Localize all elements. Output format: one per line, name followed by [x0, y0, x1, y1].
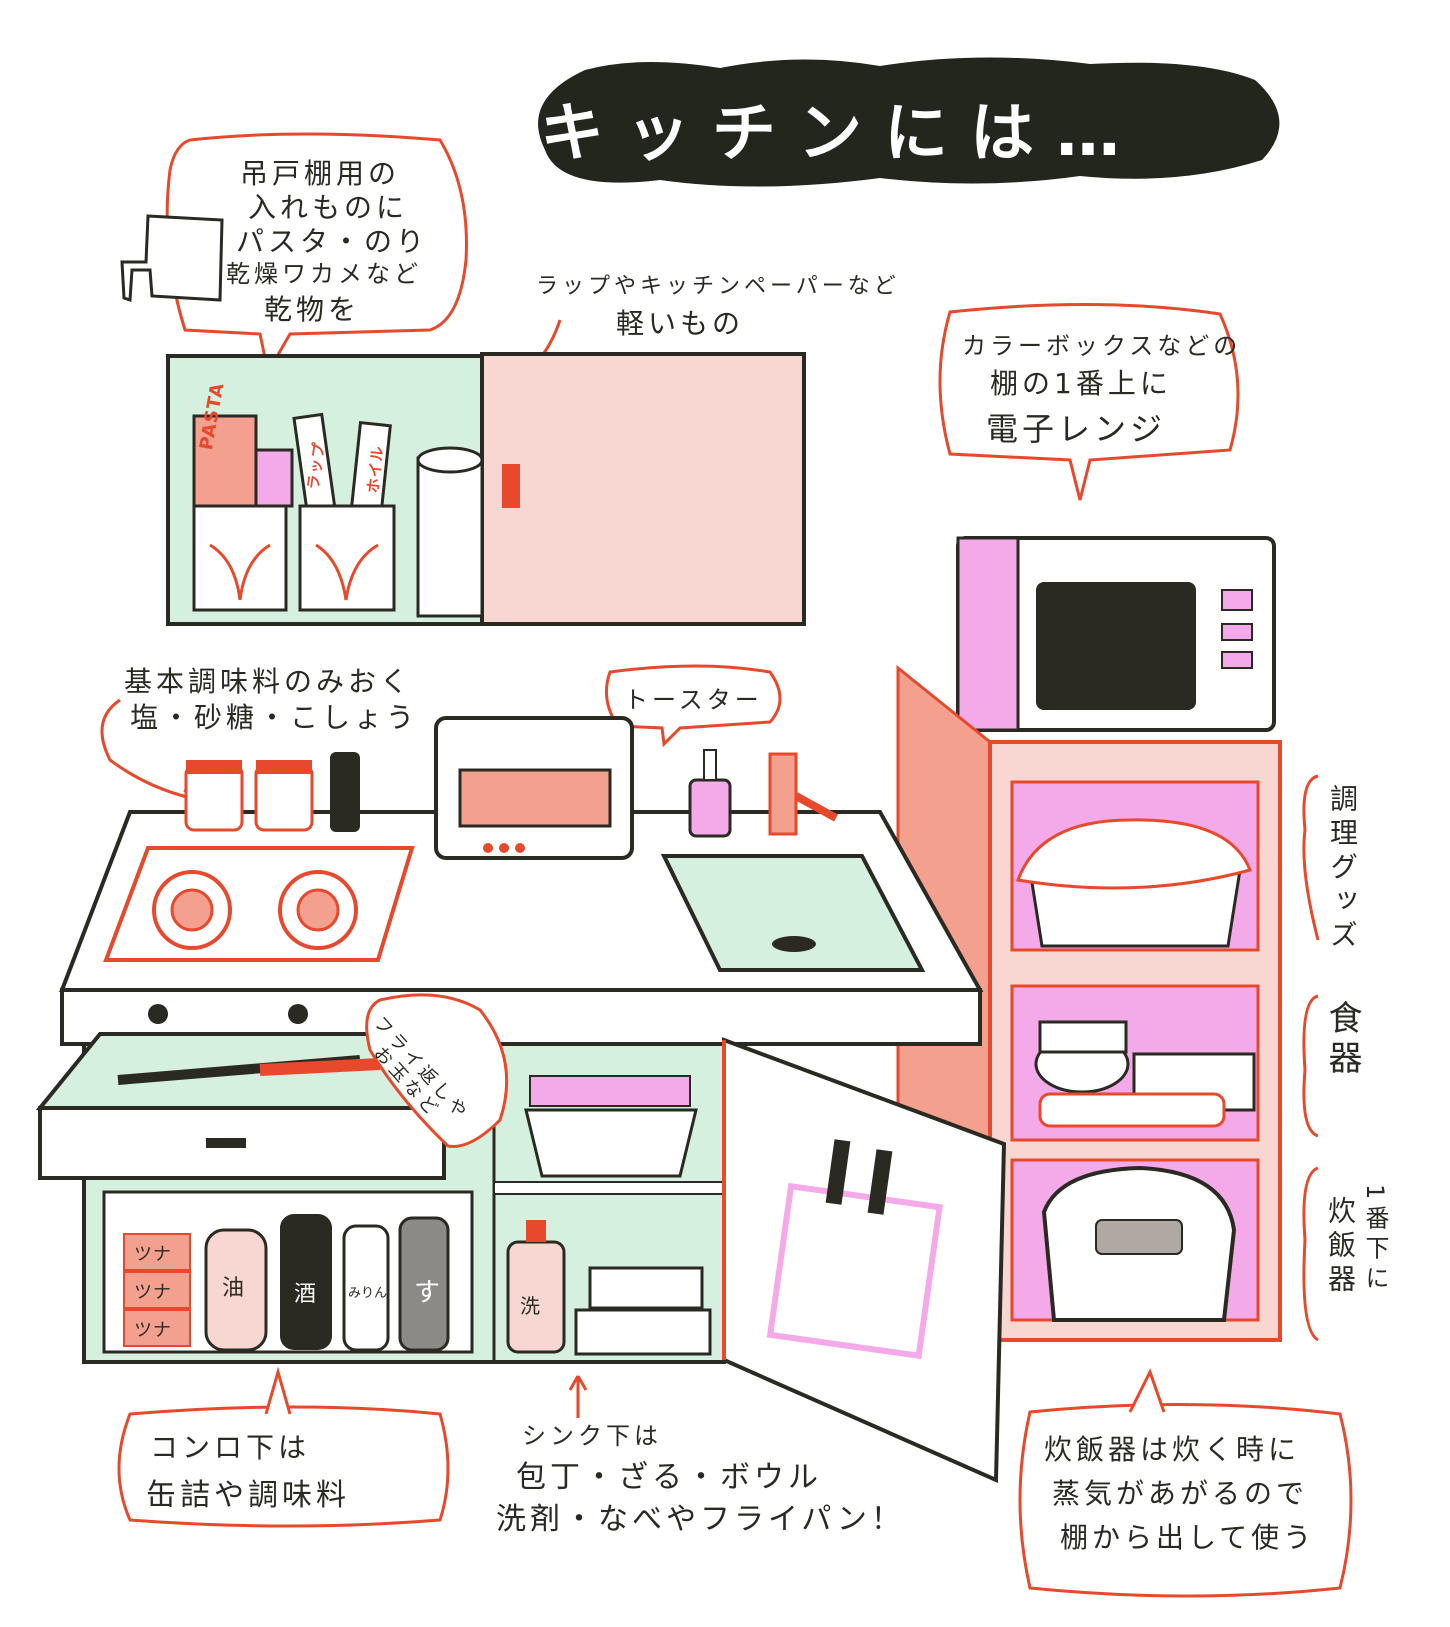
label-cupboard-2: 入れものに — [248, 191, 409, 224]
label-tuna-1: ツナ — [134, 1244, 172, 1265]
door-handle — [502, 464, 520, 508]
mirin-bottle — [342, 1224, 390, 1352]
soap-bottle — [688, 778, 732, 838]
label-microwave-3: 電子レンジ — [986, 410, 1167, 448]
sake-bottle — [280, 1214, 332, 1350]
pepper-shaker — [330, 752, 360, 832]
label-microwave-2: 棚の1番上に — [990, 367, 1172, 400]
stove — [103, 846, 415, 962]
label-cupboard-5: 乾物を — [264, 293, 361, 326]
label-sink-under-1: シンク下は — [522, 1422, 662, 1450]
knife-stand — [766, 1182, 943, 1360]
label-dishes: 食器 — [1322, 1000, 1362, 1080]
label-stove-under-1: コンロ下は — [150, 1431, 311, 1464]
label-vinegar: す — [414, 1278, 445, 1308]
bubble-stove-under — [117, 1405, 450, 1528]
label-seasoning-2: 塩・砂糖・こしょう — [130, 701, 419, 734]
label-seasoning-1: 基本調味料のみおく — [124, 665, 413, 698]
label-light-items-1: ラップやキッチンペーパーなど — [536, 274, 900, 299]
label-cooking-goods: 調理グッズ — [1326, 784, 1359, 954]
label-cupboard-1: 吊戸棚用の — [240, 157, 401, 190]
paper-towel — [416, 456, 484, 618]
sink — [660, 854, 926, 972]
bubble-turner — [365, 993, 509, 1148]
bubble-toaster — [604, 664, 782, 748]
microwave-window — [1036, 582, 1196, 710]
bubble-rice-note — [1018, 1402, 1353, 1598]
label-mirin: みりん — [348, 1286, 388, 1301]
pot — [588, 1266, 704, 1310]
bubble-microwave — [938, 302, 1240, 501]
burner-right — [278, 870, 358, 950]
wall-cabinet-door — [480, 352, 806, 626]
label-microwave-1: カラーボックスなどの — [962, 332, 1242, 360]
label-rice-shelf-1: 1番下に — [1361, 1184, 1389, 1296]
burner-left — [152, 870, 232, 950]
label-detergent: 洗 — [520, 1294, 544, 1318]
faucet — [768, 752, 798, 836]
label-rice-note-3: 棚から出して使う — [1060, 1521, 1316, 1554]
label-sake: 酒 — [294, 1282, 321, 1307]
salt-jar — [184, 764, 244, 832]
label-rice-shelf-2: 炊飯器 — [1324, 1196, 1357, 1298]
label-oil: 油 — [222, 1276, 249, 1301]
label-light-items-2: 軽いもの — [616, 307, 745, 340]
label-rice-note-1: 炊飯器は炊く時に — [1044, 1433, 1301, 1466]
label-toaster: トースター — [624, 686, 763, 714]
bubble-cupboard — [165, 132, 468, 377]
label-rice-note-2: 蒸気があがるので — [1052, 1477, 1309, 1510]
page-title: キッチンには… — [540, 97, 1142, 171]
label-cupboard-3: パスタ・のり — [236, 225, 429, 258]
label-tuna-3: ツナ — [134, 1320, 172, 1341]
label-sink-under-3: 洗剤・なべやフライパン！ — [496, 1502, 905, 1537]
tuna-can-2 — [123, 1271, 191, 1309]
tuna-can-3 — [123, 1309, 191, 1347]
title-blob — [538, 57, 1280, 187]
label-cupboard-4: 乾燥ワカメなど — [226, 260, 422, 288]
vinegar-bottle — [398, 1216, 450, 1352]
tuna-can-1 — [123, 1233, 191, 1271]
label-stove-under-2: 缶詰や調味料 — [146, 1478, 350, 1513]
cup-icon — [120, 214, 224, 303]
oil-bottle — [204, 1228, 268, 1352]
label-sink-under-2: 包丁・ざる・ボウル — [516, 1460, 822, 1495]
label-tuna-2: ツナ — [134, 1282, 172, 1303]
sugar-jar — [254, 764, 314, 832]
